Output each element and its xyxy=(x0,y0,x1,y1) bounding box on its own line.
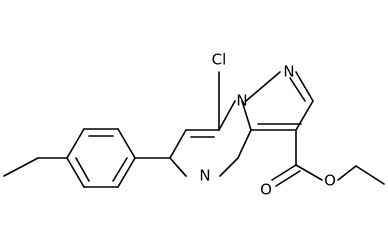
bond-ch2-ch3 xyxy=(355,165,385,185)
atom-cl-label: Cl xyxy=(212,51,227,69)
atom-o-carbonyl-label: O xyxy=(260,181,272,199)
ethyl-substituent xyxy=(3,157,68,177)
bond-ethyl-ch3 xyxy=(3,157,39,177)
ethyl-ester xyxy=(271,129,385,187)
atom-n-pyrazole-label: N xyxy=(283,63,294,81)
phenyl-ring xyxy=(66,128,136,188)
bond-c-o-double-b xyxy=(275,170,301,187)
atom-n-pyrimidine-label: N xyxy=(199,167,210,185)
pyrazole-ring xyxy=(245,71,314,131)
molecule-structure: Cl N N N O O xyxy=(3,51,385,199)
atom-o-ester-label: O xyxy=(324,172,336,190)
structure-canvas: Cl N N N O O xyxy=(3,51,385,199)
atom-labels: Cl N N N O O xyxy=(199,51,336,199)
bond-c-o-double-a xyxy=(271,164,297,181)
bond-c-o-single xyxy=(295,164,323,181)
bond-o-ch2 xyxy=(337,165,357,181)
pyrimidine-ring xyxy=(169,100,252,177)
atom-n-bridge-label: N xyxy=(236,92,247,110)
